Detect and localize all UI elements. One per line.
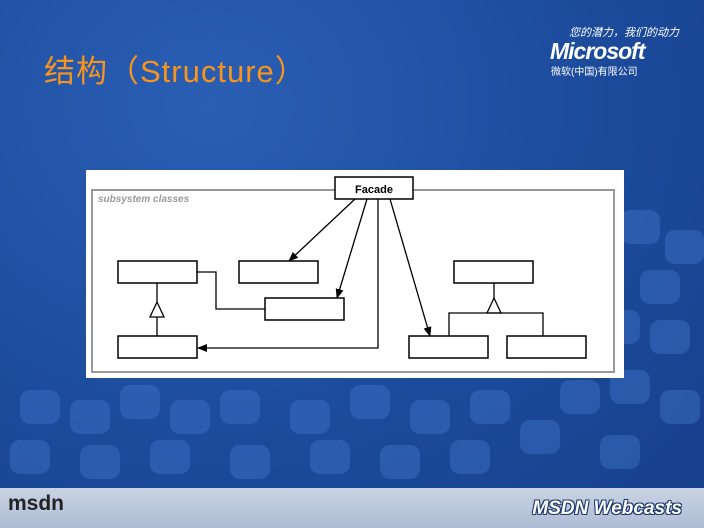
msdn-webcasts-label: MSDN Webcasts xyxy=(532,498,682,519)
association-arrow xyxy=(389,198,432,337)
msdn-logo: msdn xyxy=(8,492,65,515)
microsoft-china-label: 微软(中国)有限公司 xyxy=(551,67,638,78)
inheritance-line xyxy=(448,312,544,336)
class-box xyxy=(506,335,587,359)
footer-bar xyxy=(0,488,704,528)
association-arrow xyxy=(197,199,379,352)
association-line xyxy=(197,271,265,310)
class-box xyxy=(264,297,345,321)
tagline: 您的潜力，我们的动力 xyxy=(569,27,679,39)
facade-structure-diagram: subsystem classes xyxy=(86,170,624,378)
class-box xyxy=(453,260,534,284)
class-box xyxy=(117,335,198,359)
microsoft-logo: Microsoft xyxy=(550,38,645,64)
association-arrow xyxy=(335,198,368,299)
facade-label: Facade xyxy=(355,184,393,196)
association-arrow xyxy=(288,198,356,262)
slide-title: 结构（Structure） xyxy=(44,54,307,89)
facade-box xyxy=(334,176,414,200)
class-box xyxy=(408,335,489,359)
inheritance-triangle xyxy=(148,300,166,318)
subsystem-label: subsystem classes xyxy=(98,194,190,205)
inheritance-triangle xyxy=(485,296,503,314)
class-box xyxy=(117,260,198,284)
class-box xyxy=(238,260,319,284)
